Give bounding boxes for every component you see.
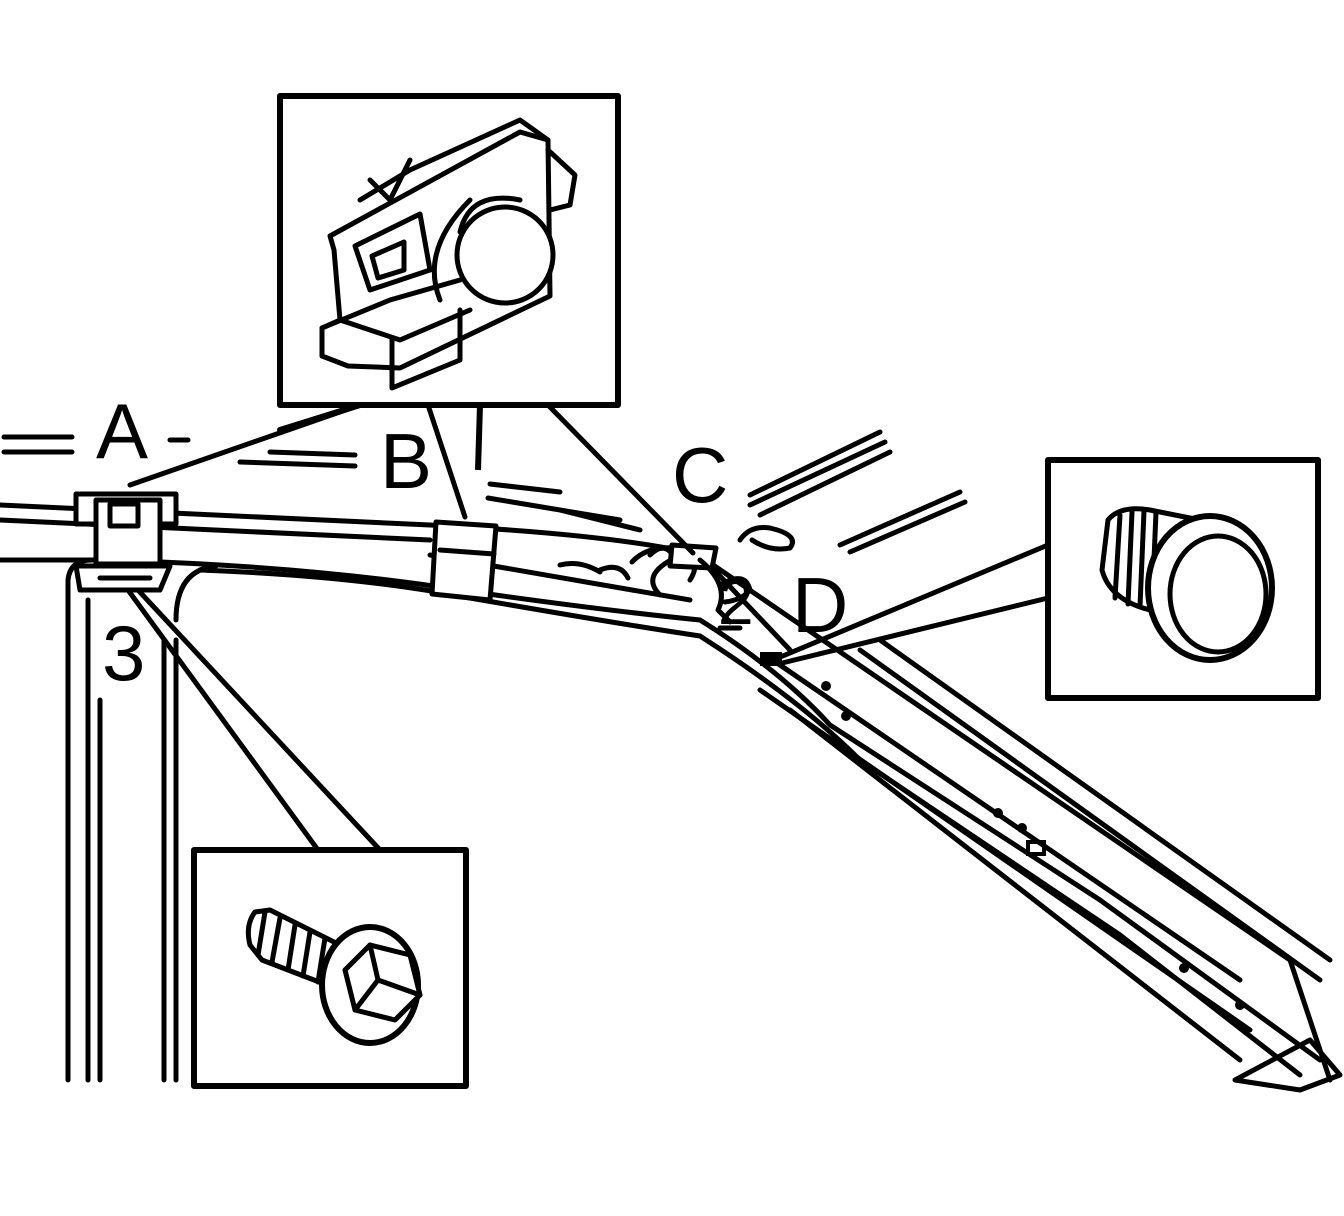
label-c: C — [672, 431, 728, 519]
label-3: 3 — [102, 609, 145, 697]
clip-icon — [319, 117, 578, 391]
clip-a-bracket — [73, 491, 179, 593]
bolt-icon — [245, 907, 423, 1046]
clip-b — [429, 519, 499, 603]
label-a: A — [96, 387, 148, 475]
label-b: B — [380, 417, 432, 505]
background-lines — [1, 429, 968, 631]
diagram-labels: A B C D 2 3 — [96, 387, 848, 697]
clip-c — [557, 525, 795, 625]
rail-rivets — [821, 681, 1245, 1010]
push-pin-fastener-icon — [1099, 506, 1275, 663]
label-d: D — [792, 561, 848, 649]
label-2: 2 — [718, 566, 754, 638]
